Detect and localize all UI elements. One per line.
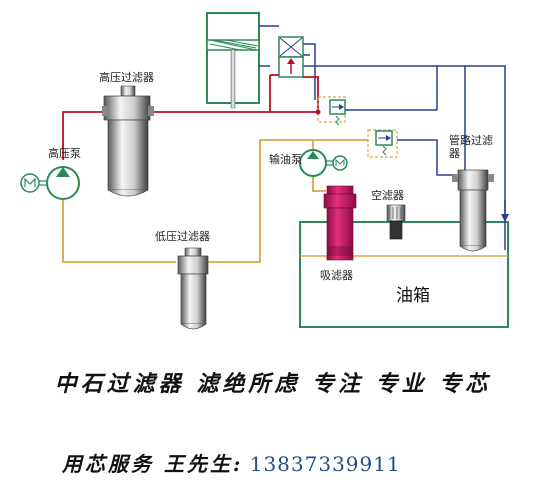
pipeline-filter bbox=[452, 169, 494, 252]
transfer-pump bbox=[299, 149, 348, 177]
label-high-pressure-pump: 高压泵 bbox=[48, 147, 81, 160]
label-suction-filter: 吸滤器 bbox=[320, 269, 353, 282]
label-high-pressure-filter: 高压过滤器 bbox=[99, 71, 154, 84]
check-valve-lower bbox=[367, 129, 398, 158]
label-air-filter: 空滤器 bbox=[371, 189, 404, 202]
directional-valve bbox=[278, 36, 304, 78]
high-pressure-filter bbox=[102, 85, 154, 197]
high-pressure-pump bbox=[20, 166, 80, 200]
low-pressure-filter bbox=[177, 247, 209, 330]
label-low-pressure-filter: 低压过滤器 bbox=[155, 230, 210, 243]
suction-filter bbox=[323, 185, 357, 261]
high-pressure-line bbox=[62, 74, 319, 160]
air-filter bbox=[386, 204, 406, 240]
contact-line: 用芯服务 王先生: 13837339911 bbox=[62, 448, 401, 477]
return-lines bbox=[259, 25, 506, 250]
check-valve-upper bbox=[315, 96, 346, 126]
phone-number: 13837339911 bbox=[249, 452, 401, 476]
label-transfer-pump: 输油泵 bbox=[269, 153, 302, 166]
label-oil-tank: 油箱 bbox=[396, 286, 430, 306]
label-pipeline-filter: 管路过滤器 bbox=[449, 134, 493, 160]
return-flow-arrow bbox=[501, 200, 509, 222]
slogan: 中石过滤器 滤绝所虑 专注 专业 专芯 bbox=[54, 371, 492, 397]
hydraulic-cylinder bbox=[206, 12, 260, 109]
contact-prefix: 用芯服务 王先生: bbox=[62, 452, 244, 476]
